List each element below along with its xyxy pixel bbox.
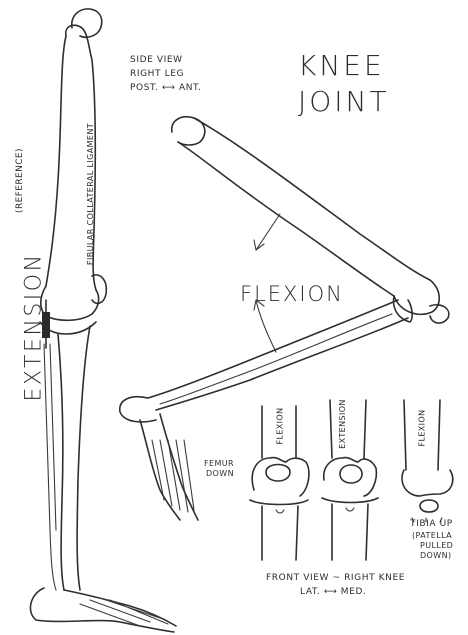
flexed-femur-shaft-2 xyxy=(178,142,394,296)
knee3-flexion-label: FLEXION xyxy=(419,409,427,446)
knee1-flexion-label: FLEXION xyxy=(277,407,285,444)
flexed-tibia xyxy=(148,300,398,398)
femur-down-label-2: DOWN xyxy=(206,470,234,478)
tibia-shaft xyxy=(58,334,64,590)
foot xyxy=(30,588,174,632)
flexed-toes xyxy=(152,440,194,512)
knee2-femur xyxy=(330,400,366,458)
knee2-tibia xyxy=(322,498,378,560)
femur-head xyxy=(72,9,102,37)
knee2-extension-label: EXTENSION xyxy=(339,399,347,449)
knee2-patella xyxy=(340,465,362,483)
knee3-condyle xyxy=(402,470,453,496)
knee2-condyle xyxy=(324,458,377,496)
flexed-heel xyxy=(120,397,156,422)
extension-label: EXTENSION xyxy=(24,252,46,401)
flexed-patella xyxy=(430,305,449,323)
flexion-arc-lower xyxy=(256,300,276,352)
knee1-tib-mark xyxy=(276,510,284,513)
knee1-tibia xyxy=(250,500,308,560)
tibia-up-label-1: TIBIA UP xyxy=(410,520,453,529)
ligament-label: FIBULAR COLLATERAL LIGAMENT xyxy=(87,123,95,265)
flexed-leg xyxy=(120,117,449,520)
flexion-arc-upper xyxy=(256,214,280,250)
tibia-up-label-3: PULLED xyxy=(420,542,453,550)
femur-down-label-1: FEMUR xyxy=(204,460,234,468)
knee2-tib-mark xyxy=(346,508,354,511)
side-view-line-2: RIGHT LEG xyxy=(130,70,184,79)
knee1-patella xyxy=(266,465,290,482)
flexed-fibula xyxy=(160,314,392,404)
knee1-condyle xyxy=(252,458,309,496)
tibia-up-label-4: DOWN) xyxy=(420,552,451,560)
side-view-line-1: SIDE VIEW xyxy=(130,56,183,65)
extended-leg xyxy=(30,9,176,632)
front-view-line-2: LAT. ⟷ MED. xyxy=(300,588,366,597)
flexed-foot xyxy=(140,420,180,520)
fibula-2 xyxy=(50,344,56,530)
title-line-2: JOINT xyxy=(298,88,390,116)
title-line-1: KNEE xyxy=(298,52,385,80)
front-view-line-1: FRONT VIEW ~ RIGHT KNEE xyxy=(266,574,405,583)
knee3-patella xyxy=(420,500,438,512)
tibia-shaft-front xyxy=(77,326,90,590)
side-view-line-3: POST. ⟷ ANT. xyxy=(130,84,202,93)
flexed-condyle xyxy=(394,280,439,314)
foot-bones xyxy=(80,598,168,626)
flexion-main-label: FLEXION xyxy=(240,284,344,305)
tibia-up-label-2: (PATELLA xyxy=(412,532,452,540)
reference-label: (REFERENCE) xyxy=(16,148,25,213)
flexed-femur-shaft xyxy=(194,118,430,280)
flexed-tibia-2 xyxy=(156,318,408,410)
femur-shaft-back xyxy=(46,36,66,286)
